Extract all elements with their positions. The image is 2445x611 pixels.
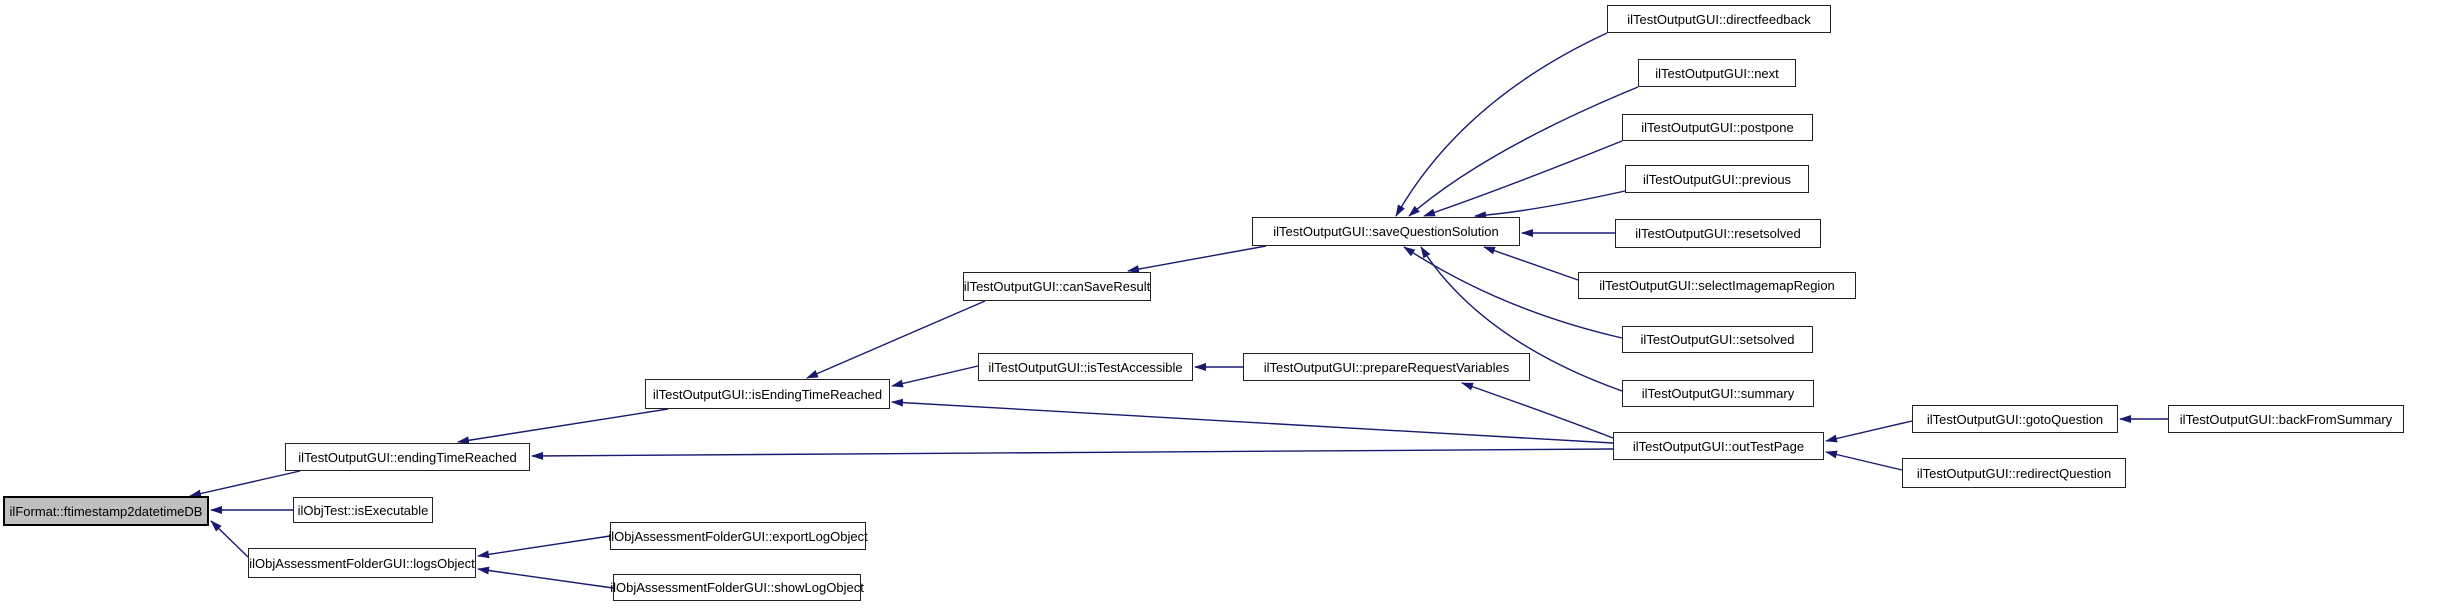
graph-node-next[interactable]: ilTestOutputGUI::next xyxy=(1638,59,1796,87)
edge-isTestAccessible-to-isEndingTimeReached xyxy=(891,365,979,388)
edge-redirectQuestion-to-outTestPage xyxy=(1825,450,1903,471)
edge-isEndingTimeReached-to-endingTimeReached xyxy=(457,408,669,445)
graph-node-saveQuestionSolution[interactable]: ilTestOutputGUI::saveQuestionSolution xyxy=(1252,217,1520,246)
graph-node-main: ilFormat::ftimestamp2datetimeDB xyxy=(3,496,209,526)
graph-node-backFromSummary[interactable]: ilTestOutputGUI::backFromSummary xyxy=(2168,405,2404,433)
graph-node-summary[interactable]: ilTestOutputGUI::summary xyxy=(1622,380,1814,407)
graph-node-isExecutable[interactable]: ilObjTest::isExecutable xyxy=(293,497,433,523)
edge-logsObject-to-main xyxy=(210,520,249,558)
graph-node-gotoQuestion[interactable]: ilTestOutputGUI::gotoQuestion xyxy=(1912,405,2118,433)
graph-node-redirectQuestion[interactable]: ilTestOutputGUI::redirectQuestion xyxy=(1902,458,2126,488)
graph-node-postpone[interactable]: ilTestOutputGUI::postpone xyxy=(1622,114,1813,141)
edge-gotoQuestion-to-outTestPage xyxy=(1825,420,1913,443)
edge-postpone-to-saveQuestionSolution xyxy=(1423,140,1623,217)
graph-node-setsolved[interactable]: ilTestOutputGUI::setsolved xyxy=(1622,326,1813,353)
edge-outTestPage-to-endingTimeReached xyxy=(531,448,1614,460)
edge-selectImagemapRegion-to-saveQuestionSolution xyxy=(1483,246,1579,281)
edge-directfeedback-to-saveQuestionSolution xyxy=(1395,32,1608,217)
graph-node-outTestPage[interactable]: ilTestOutputGUI::outTestPage xyxy=(1613,432,1824,460)
graph-node-canSaveResult[interactable]: ilTestOutputGUI::canSaveResult xyxy=(963,272,1151,301)
graph-node-showLogObject[interactable]: ilObjAssessmentFolderGUI::showLogObject xyxy=(610,574,864,601)
graph-node-exportLogObject[interactable]: ilObjAssessmentFolderGUI::exportLogObjec… xyxy=(608,522,868,550)
edge-outTestPage-to-prepareRequestVariables xyxy=(1461,382,1614,439)
edge-canSaveResult-to-isEndingTimeReached xyxy=(806,300,986,379)
edge-saveQuestionSolution-to-canSaveResult xyxy=(1127,245,1267,273)
edge-outTestPage-to-isEndingTimeReached xyxy=(891,398,1614,444)
edge-summary-to-saveQuestionSolution xyxy=(1420,246,1623,392)
edge-showLogObject-to-logsObject xyxy=(477,566,614,589)
graph-node-resetsolved[interactable]: ilTestOutputGUI::resetsolved xyxy=(1615,219,1821,248)
graph-node-directfeedback[interactable]: ilTestOutputGUI::directfeedback xyxy=(1607,5,1831,33)
edge-previous-to-saveQuestionSolution xyxy=(1474,190,1626,220)
edge-next-to-saveQuestionSolution xyxy=(1408,86,1639,217)
edge-setsolved-to-saveQuestionSolution xyxy=(1403,246,1623,339)
edge-exportLogObject-to-logsObject xyxy=(477,535,611,559)
graph-node-isEndingTimeReached[interactable]: ilTestOutputGUI::isEndingTimeReached xyxy=(645,379,890,409)
graph-node-prepareRequestVariables[interactable]: ilTestOutputGUI::prepareRequestVariables xyxy=(1243,353,1530,381)
graph-node-selectImagemapRegion[interactable]: ilTestOutputGUI::selectImagemapRegion xyxy=(1578,272,1856,299)
graph-node-logsObject[interactable]: ilObjAssessmentFolderGUI::logsObject xyxy=(248,548,476,578)
edge-endingTimeReached-to-main xyxy=(189,470,301,498)
graph-node-previous[interactable]: ilTestOutputGUI::previous xyxy=(1625,165,1809,193)
graph-node-isTestAccessible[interactable]: ilTestOutputGUI::isTestAccessible xyxy=(978,353,1193,381)
graph-node-endingTimeReached[interactable]: ilTestOutputGUI::endingTimeReached xyxy=(285,443,530,471)
